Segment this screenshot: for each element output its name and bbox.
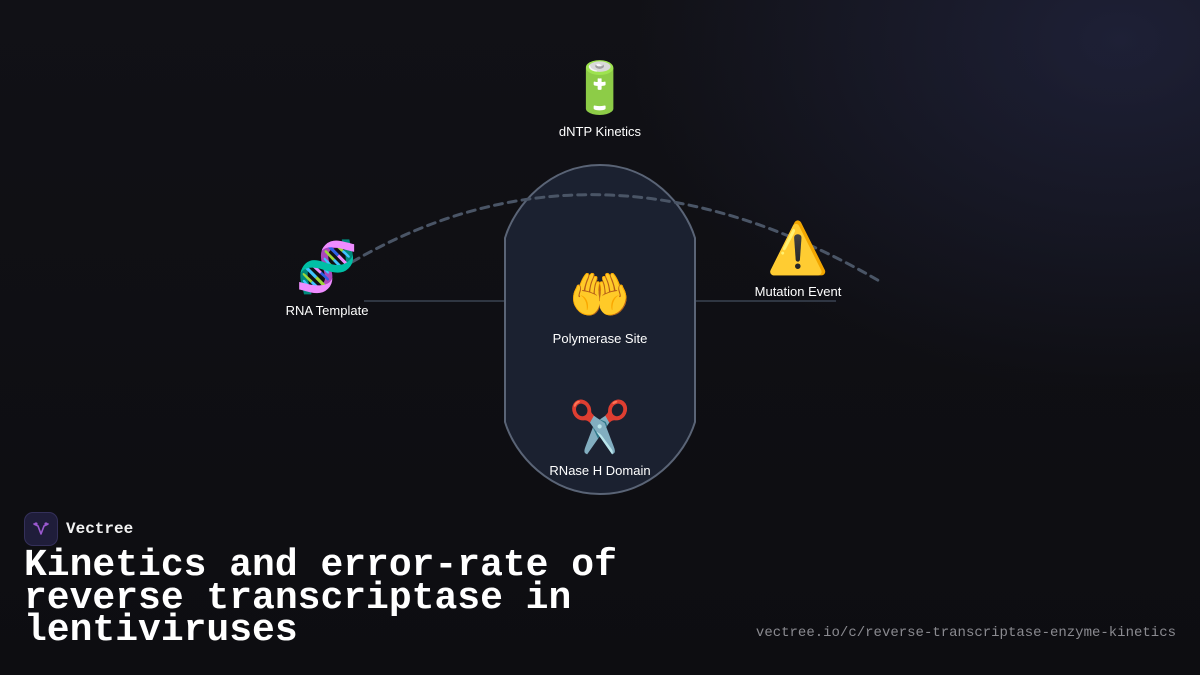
battery-icon: 🔋 [568, 60, 632, 116]
brand-name: Vectree [66, 520, 134, 538]
node-label: Mutation Event [754, 284, 842, 299]
node-polymerase-site: 🤲 Polymerase Site [553, 267, 648, 346]
node-rnase-h-domain: ✂️ RNase H Domain [549, 399, 650, 478]
node-rna-template: 🧬 RNA Template [286, 239, 369, 318]
warning-icon: ⚠️ [766, 220, 830, 276]
node-mutation-event: ⚠️ Mutation Event [755, 220, 842, 299]
scissors-icon: ✂️ [568, 399, 632, 455]
page-title: Kinetics and error-rate of reverse trans… [24, 544, 617, 652]
node-label: dNTP Kinetics [558, 124, 642, 139]
enzyme-capsule [504, 163, 696, 496]
brand: Vectree [24, 512, 133, 546]
node-label: RNase H Domain [549, 463, 651, 478]
source-url[interactable]: vectree.io/c/reverse-transcriptase-enzym… [755, 625, 1176, 641]
dna-icon: 🧬 [295, 239, 359, 295]
vectree-logo-icon [24, 512, 58, 546]
node-label: RNA Template [285, 303, 369, 318]
node-label: Polymerase Site [552, 331, 648, 346]
dashed-flow-arc [350, 193, 883, 284]
node-dntp-kinetics: 🔋 dNTP Kinetics [559, 60, 641, 139]
open-hands-icon: 🤲 [568, 267, 632, 323]
